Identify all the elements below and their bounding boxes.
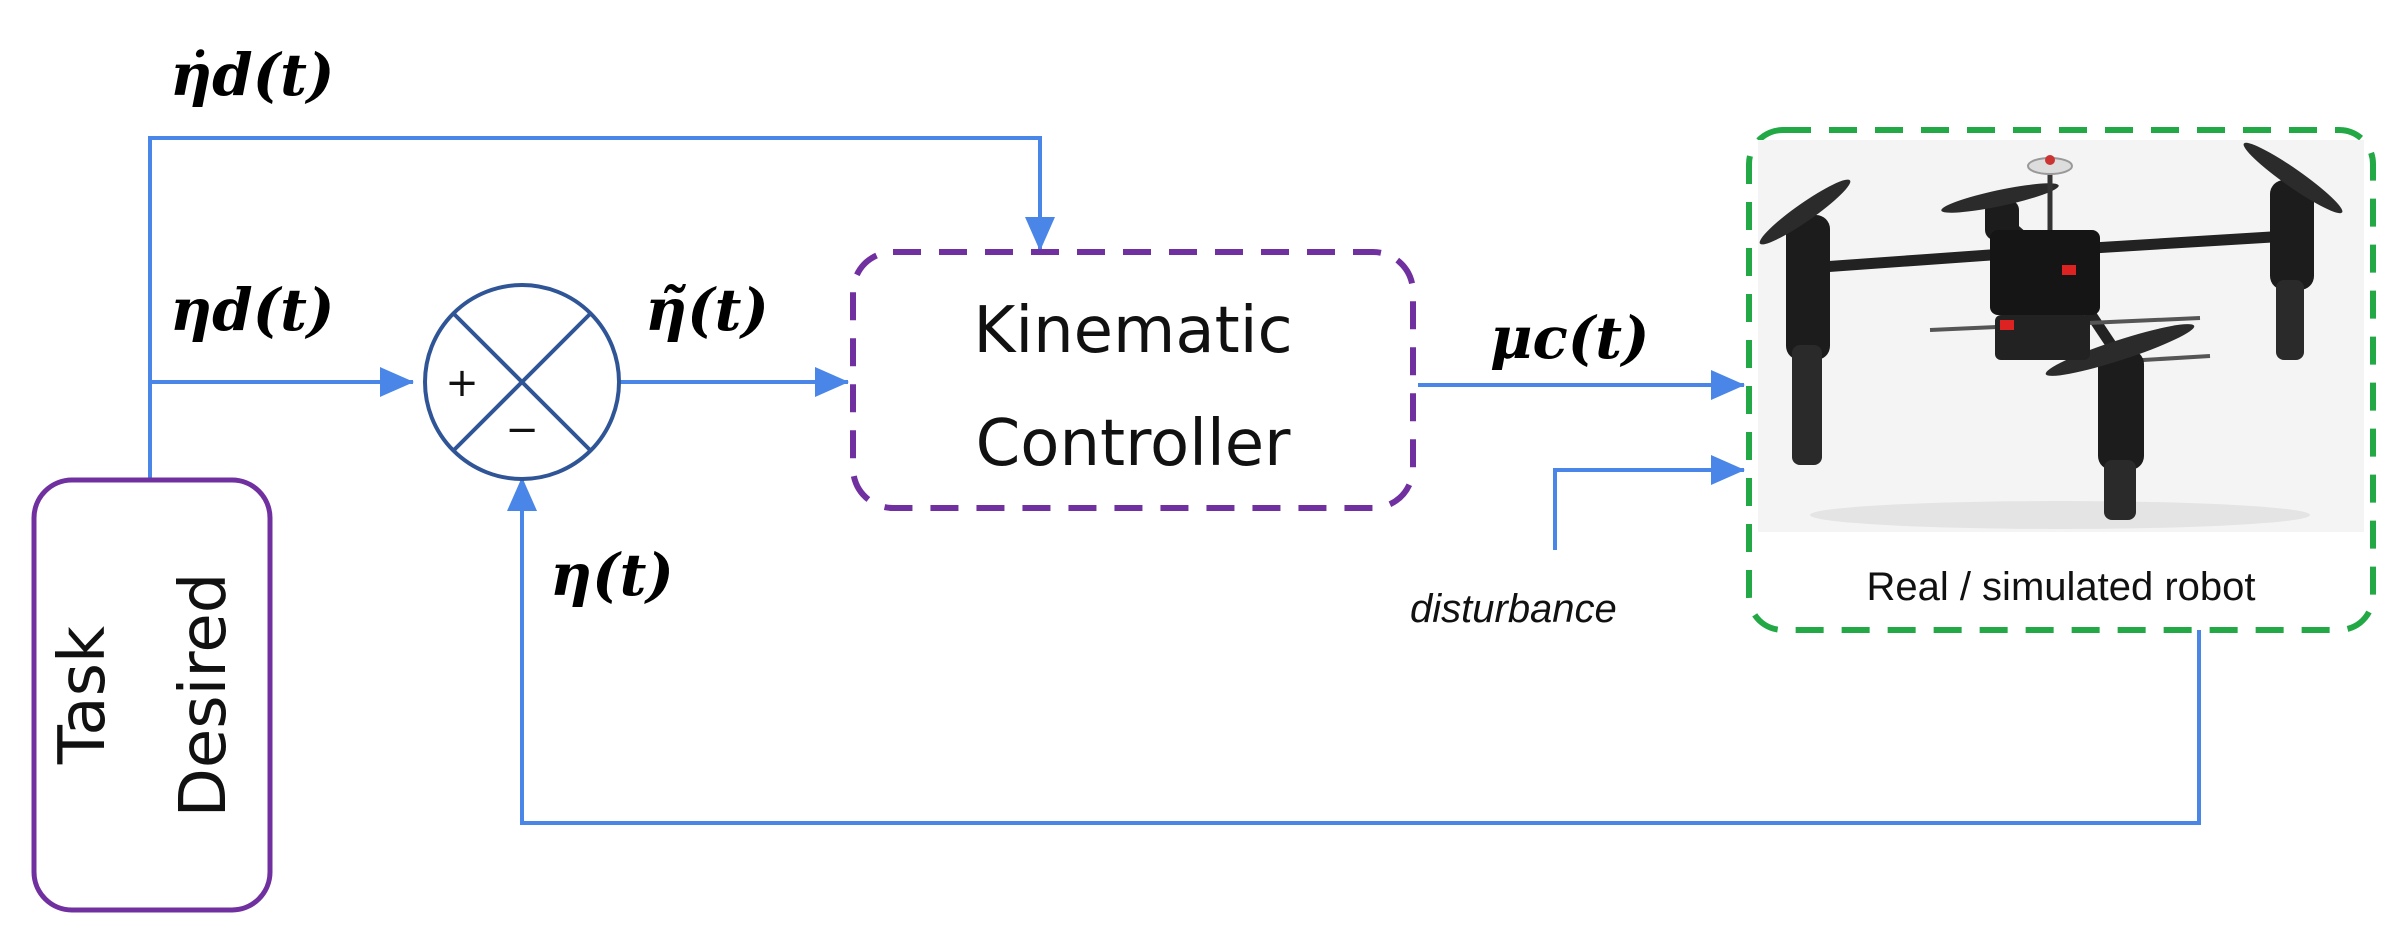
- eta-label: η(t): [550, 541, 674, 609]
- signal-lines: [148, 136, 2201, 825]
- disturbance-label: disturbance: [1410, 587, 1617, 631]
- task-label-line1: Task: [46, 626, 120, 765]
- controller-label-line2: Controller: [976, 407, 1292, 481]
- eta-tilde-label: η̃(t): [645, 276, 769, 344]
- robot-box: Real / simulated robot: [1746, 127, 2376, 633]
- robot-caption: Real / simulated robot: [1866, 565, 2255, 609]
- disturbance-line: [1553, 455, 1745, 550]
- eta-d-label: ηd(t): [170, 276, 334, 344]
- task-label-line2: Desired: [167, 573, 241, 818]
- eta-d-dot-label: η̇d(t): [170, 41, 334, 109]
- minus-sign: −: [505, 407, 539, 453]
- summing-junction: + −: [423, 283, 621, 481]
- plus-sign: +: [445, 360, 479, 406]
- kinematic-controller-box: Kinematic Controller: [850, 249, 1416, 511]
- desired-task-box: Task Desired: [31, 477, 273, 913]
- mu-c-label: μc(t): [1490, 304, 1649, 372]
- feedback-line: [507, 477, 2201, 825]
- quadrotor-drone-icon: [1759, 142, 2343, 529]
- feedforward-line: [148, 136, 1055, 480]
- controller-label-line1: Kinematic: [973, 294, 1292, 368]
